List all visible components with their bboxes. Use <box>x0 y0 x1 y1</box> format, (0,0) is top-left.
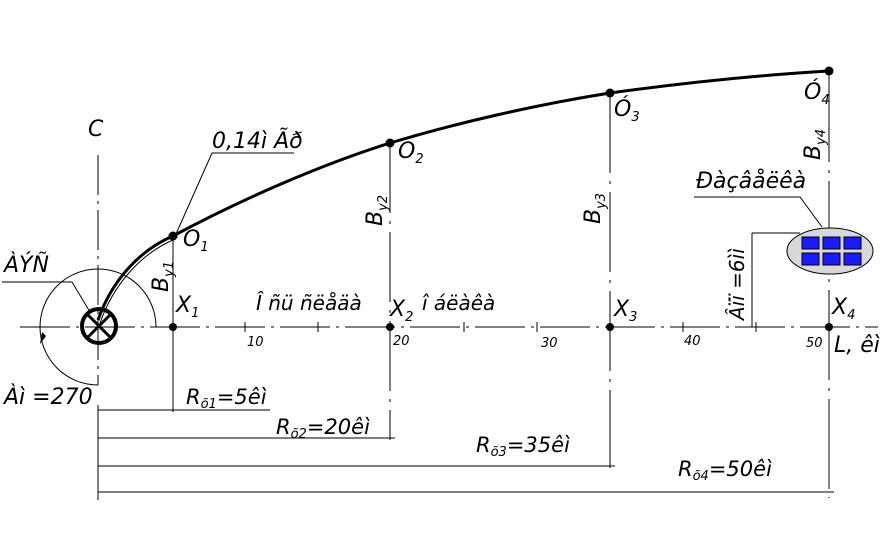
tick-label-20: 20 <box>393 334 410 349</box>
angle-tag-label: Àì =270 <box>2 384 93 410</box>
height-label-3: By3 <box>581 193 609 224</box>
point-label-o1: O1 <box>183 227 209 255</box>
trajectory-curve <box>96 69 830 321</box>
point-label-o2: O2 <box>398 139 424 167</box>
point-o4 <box>824 66 834 76</box>
receiver-tag-label: Ðàçâåëêà <box>696 168 806 194</box>
source-icon <box>80 307 118 345</box>
ruler-caption-2: î áëàêà <box>422 291 495 315</box>
radius-label-2: Rõ2=20êì <box>276 415 370 442</box>
x-label-4: X4 <box>831 295 855 323</box>
height-label-1: By1 <box>149 261 177 292</box>
point-o3 <box>605 88 615 98</box>
line-tag-label: 0,14ì Ãð <box>212 127 303 154</box>
radius-label-1: Rõ1=5êì <box>186 385 267 412</box>
height-label-4: By4 <box>801 129 829 160</box>
axis-point-x4 <box>825 323 833 331</box>
x-label-2: X2 <box>389 297 413 325</box>
x-label-1: X1 <box>175 293 199 321</box>
ruler-caption: Î ñü ñëåäà <box>256 291 362 315</box>
c-axis-label: C <box>88 117 104 142</box>
point-o1 <box>168 231 178 241</box>
source-tag-label: ÀÝÑ <box>2 251 49 278</box>
angle-arc <box>39 268 157 386</box>
receiver-leader <box>694 196 823 228</box>
source-leader <box>2 281 91 313</box>
radius-label-3: Rõ3=35êì <box>476 433 570 460</box>
tick-label-10: 10 <box>247 335 264 350</box>
angle-arrow-icon <box>40 332 46 344</box>
radius-label-4: Rõ4=50êì <box>678 457 772 484</box>
point-o2 <box>385 138 395 148</box>
axis-point-x3 <box>606 323 614 331</box>
tick-label-30: 30 <box>541 336 558 351</box>
axis-unit-label: L, êì <box>834 333 880 358</box>
tick-label-50: 50 <box>806 336 823 351</box>
line-tag-leader <box>175 152 294 235</box>
receiver-height-label: Âïï =6ìì <box>725 248 749 322</box>
axis-point-x2 <box>386 323 394 331</box>
x-label-3: X3 <box>613 297 637 325</box>
point-label-o3: Ó3 <box>614 96 640 125</box>
point-label-o4: Ó4 <box>804 79 830 108</box>
tick-label-40: 40 <box>684 334 701 349</box>
height-label-2: By2 <box>363 195 391 226</box>
receiver-icon <box>786 227 874 275</box>
axis-point-x1 <box>169 323 177 331</box>
